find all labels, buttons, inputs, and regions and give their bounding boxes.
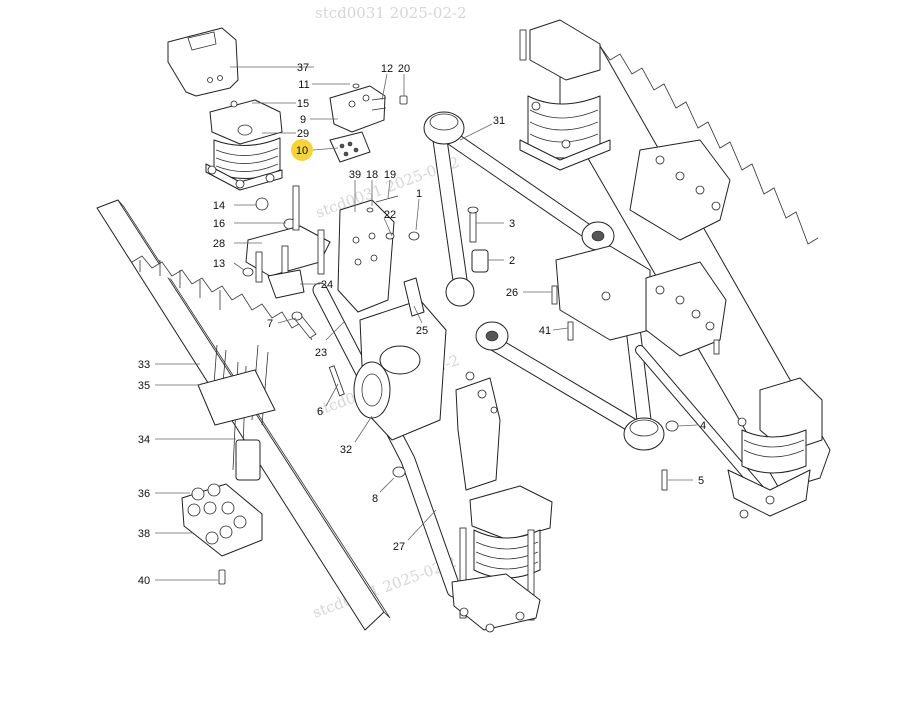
highlight-marker <box>291 139 313 161</box>
callout-29[interactable]: 29 <box>297 128 309 140</box>
watermark-text-1: stcd0031 2025-02-2 <box>315 4 467 22</box>
air-spring-left-part <box>205 99 283 191</box>
callout-38[interactable]: 38 <box>138 528 150 540</box>
callout-39[interactable]: 39 <box>349 169 361 181</box>
callout-41[interactable]: 41 <box>539 325 551 337</box>
callout-36[interactable]: 36 <box>138 488 150 500</box>
callout-40[interactable]: 40 <box>138 575 150 587</box>
callout-37[interactable]: 37 <box>297 62 309 74</box>
callout-22[interactable]: 22 <box>384 209 396 221</box>
callout-19[interactable]: 19 <box>384 169 396 181</box>
right-lower-bracket-part <box>555 245 727 357</box>
callout-23[interactable]: 23 <box>315 347 327 359</box>
top-bracket-part <box>167 27 239 97</box>
callout-14[interactable]: 14 <box>213 200 225 212</box>
callout-35[interactable]: 35 <box>138 380 150 392</box>
callout-20[interactable]: 20 <box>398 63 410 75</box>
callout-7[interactable]: 7 <box>267 318 273 330</box>
callout-5[interactable]: 5 <box>698 475 704 487</box>
callout-18[interactable]: 18 <box>366 169 378 181</box>
callout-26[interactable]: 26 <box>506 287 518 299</box>
air-spring-bottom-part <box>451 485 553 633</box>
callout-6[interactable]: 6 <box>317 406 323 418</box>
center-axle-assembly <box>312 111 765 598</box>
callout-16[interactable]: 16 <box>213 218 225 230</box>
callout-34[interactable]: 34 <box>138 434 150 446</box>
callout-1[interactable]: 1 <box>416 188 422 200</box>
leader-lines <box>155 66 698 581</box>
bolt-7-part <box>291 311 317 339</box>
valve-bracket-part <box>329 83 408 163</box>
callout-labels: 37 11 12 20 15 9 29 10 31 39 18 19 1 22 … <box>138 62 706 587</box>
callout-2[interactable]: 2 <box>509 255 515 267</box>
callout-32[interactable]: 32 <box>340 444 352 456</box>
callout-33[interactable]: 33 <box>138 359 150 371</box>
center-bracket-part <box>328 195 501 491</box>
callout-13[interactable]: 13 <box>213 258 225 270</box>
callout-27[interactable]: 27 <box>393 541 405 553</box>
u-bolt-set-left <box>197 344 276 481</box>
callout-8[interactable]: 8 <box>372 493 378 505</box>
callout-12[interactable]: 12 <box>381 63 393 75</box>
callout-4[interactable]: 4 <box>700 420 706 432</box>
clamp-plate-part <box>181 483 263 585</box>
callout-15[interactable]: 15 <box>297 98 309 110</box>
callout-25[interactable]: 25 <box>416 325 428 337</box>
callout-28[interactable]: 28 <box>213 238 225 250</box>
callout-24[interactable]: 24 <box>321 279 333 291</box>
mount-bracket-part <box>242 185 331 299</box>
callout-3[interactable]: 3 <box>509 218 515 230</box>
callout-9[interactable]: 9 <box>300 114 306 126</box>
callout-31[interactable]: 31 <box>493 115 505 127</box>
right-top-air-spring-part <box>519 19 611 171</box>
callout-10[interactable]: 10 <box>296 145 308 157</box>
callout-11[interactable]: 11 <box>298 79 309 91</box>
right-bottom-air-spring-part <box>727 377 823 519</box>
